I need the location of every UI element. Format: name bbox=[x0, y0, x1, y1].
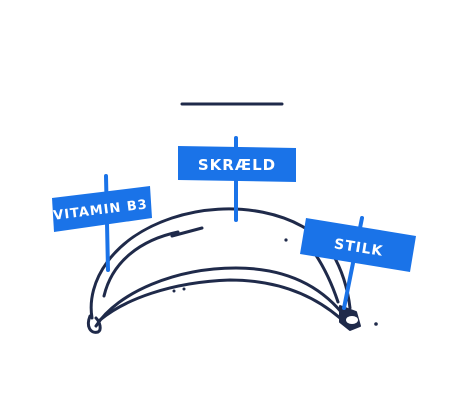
banana-left-tip bbox=[86, 314, 102, 334]
banana-top-edge bbox=[89, 207, 352, 320]
sign-vitamin-b3: VITAMIN B3 bbox=[52, 174, 152, 272]
banana-ridge bbox=[102, 230, 180, 298]
sign-stilk: STILK bbox=[300, 216, 416, 310]
stalk-end bbox=[339, 305, 361, 331]
sign-board bbox=[52, 186, 152, 232]
banana-bottom-edge bbox=[94, 266, 348, 328]
sign-label-stalk: STILK bbox=[333, 236, 385, 260]
banana bbox=[86, 207, 352, 334]
banana-ridge-dash bbox=[170, 226, 204, 238]
sign-skraeld: SKRÆLD bbox=[178, 136, 296, 222]
banana-bottom-inner bbox=[98, 278, 342, 322]
sign-board bbox=[300, 218, 416, 272]
sign-board bbox=[178, 146, 296, 182]
sign-label-peel: SKRÆLD bbox=[198, 156, 276, 174]
